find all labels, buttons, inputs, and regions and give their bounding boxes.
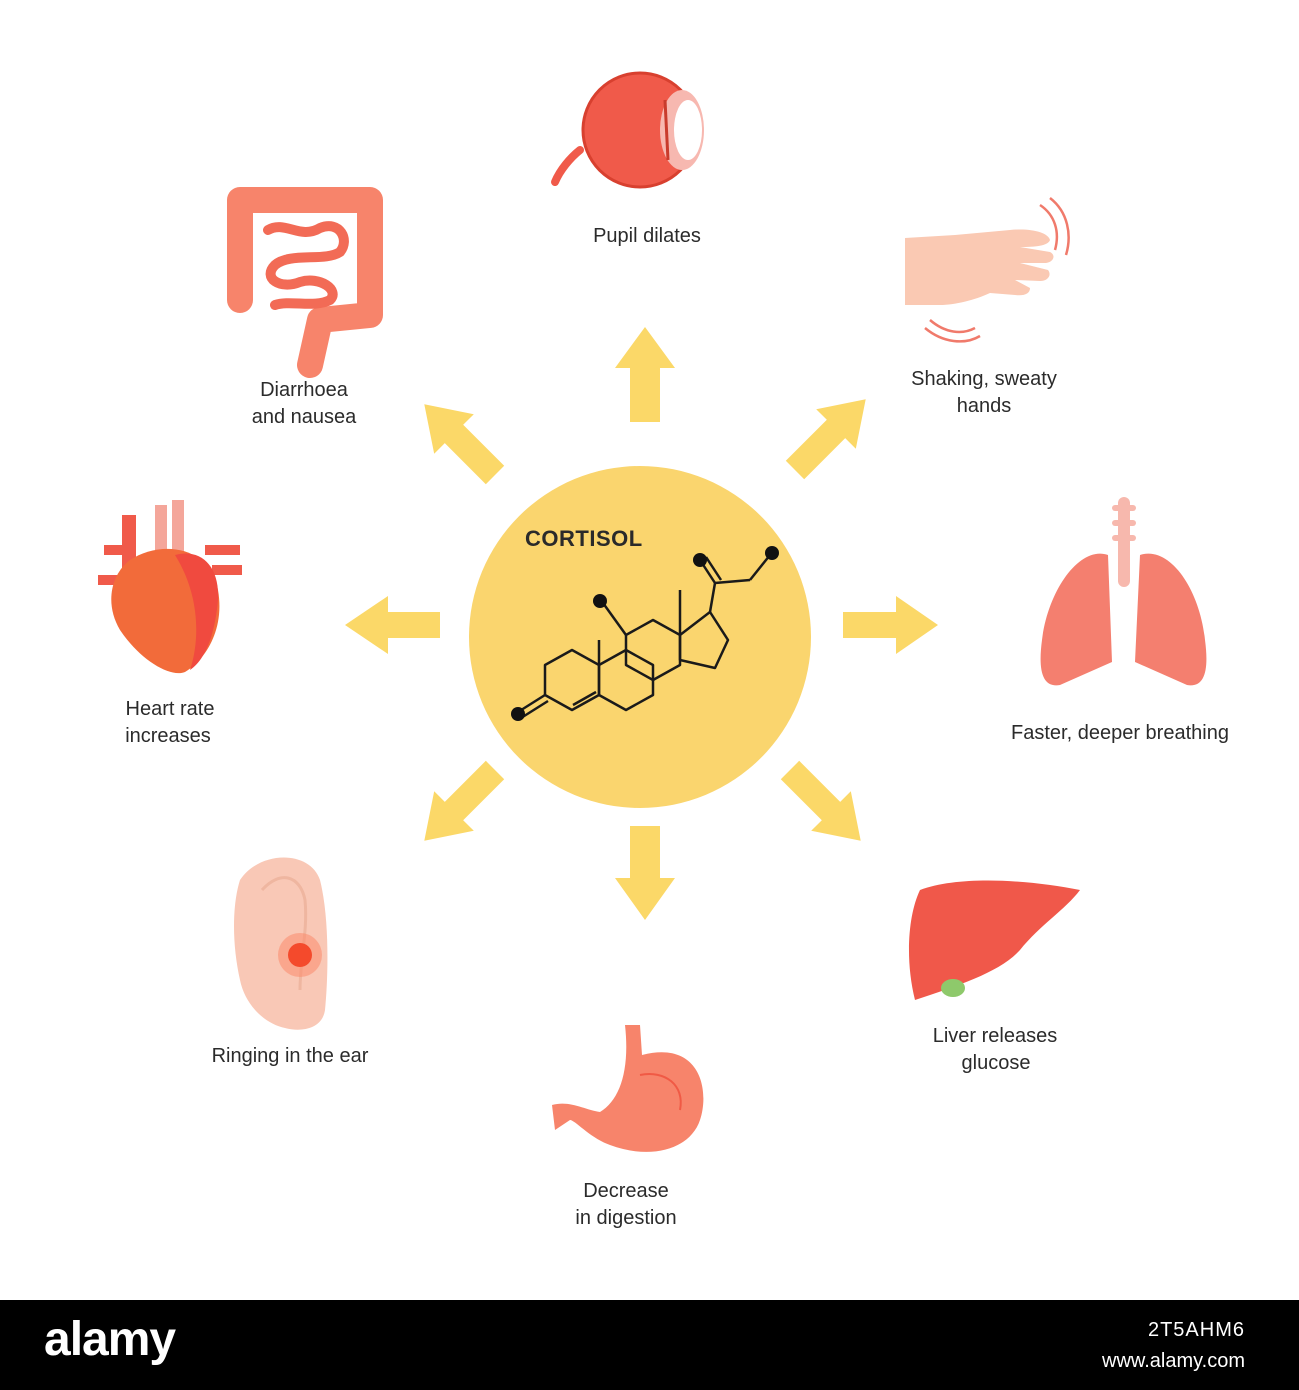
arrow-up bbox=[615, 327, 675, 422]
arrow-down-right bbox=[780, 760, 861, 841]
site-url: www.alamy.com bbox=[1102, 1350, 1245, 1372]
intestines-icon bbox=[227, 187, 383, 378]
breathing-label: Faster, deeper breathing bbox=[1011, 722, 1229, 744]
liver-icon bbox=[908, 880, 1080, 1000]
diarrhoea-label-line1: Diarrhoea bbox=[260, 379, 348, 401]
ringing-ear-label: Ringing in the ear bbox=[211, 1045, 369, 1067]
hand-icon bbox=[905, 197, 1070, 343]
brand-logo: alamy bbox=[44, 1313, 176, 1366]
liver-label-line1: Liver releases bbox=[932, 1025, 1058, 1047]
liver-label-line2: glucose bbox=[961, 1052, 1031, 1074]
arrow-down-left bbox=[424, 760, 505, 841]
cortisol-molecule bbox=[511, 546, 779, 721]
shaking-hands-label-line1: Shaking, sweaty bbox=[911, 368, 1057, 390]
watermark-footer: alamy 2T5AHM6 www.alamy.com bbox=[0, 1300, 1299, 1390]
arrow-down bbox=[615, 826, 675, 920]
digestion-label-line1: Decrease bbox=[583, 1180, 669, 1202]
diarrhoea-label-line2: and nausea bbox=[251, 406, 357, 428]
image-id: 2T5AHM6 bbox=[1147, 1319, 1245, 1341]
arrow-up-right bbox=[785, 399, 866, 480]
arrow-right bbox=[843, 596, 938, 654]
ear-icon bbox=[234, 857, 328, 1030]
arrow-up-left bbox=[424, 404, 505, 485]
eye-icon bbox=[551, 71, 704, 189]
lungs-icon bbox=[1040, 497, 1207, 686]
stomach-icon bbox=[552, 1025, 704, 1152]
heart-icon bbox=[98, 500, 242, 674]
heart-rate-label-line1: Heart rate bbox=[125, 698, 215, 720]
pupil-dilates-label: Pupil dilates bbox=[593, 225, 701, 247]
arrow-left bbox=[345, 596, 440, 654]
arrows-layer bbox=[98, 71, 1207, 1152]
cortisol-circle bbox=[469, 466, 811, 808]
shaking-hands-label-line2: hands bbox=[956, 395, 1012, 417]
cortisol-title: CORTISOL bbox=[525, 526, 643, 551]
heart-rate-label-line2: increases bbox=[125, 725, 211, 747]
infographic-canvas: CORTISOL bbox=[98, 71, 1229, 1229]
digestion-label-line2: in digestion bbox=[575, 1207, 677, 1229]
